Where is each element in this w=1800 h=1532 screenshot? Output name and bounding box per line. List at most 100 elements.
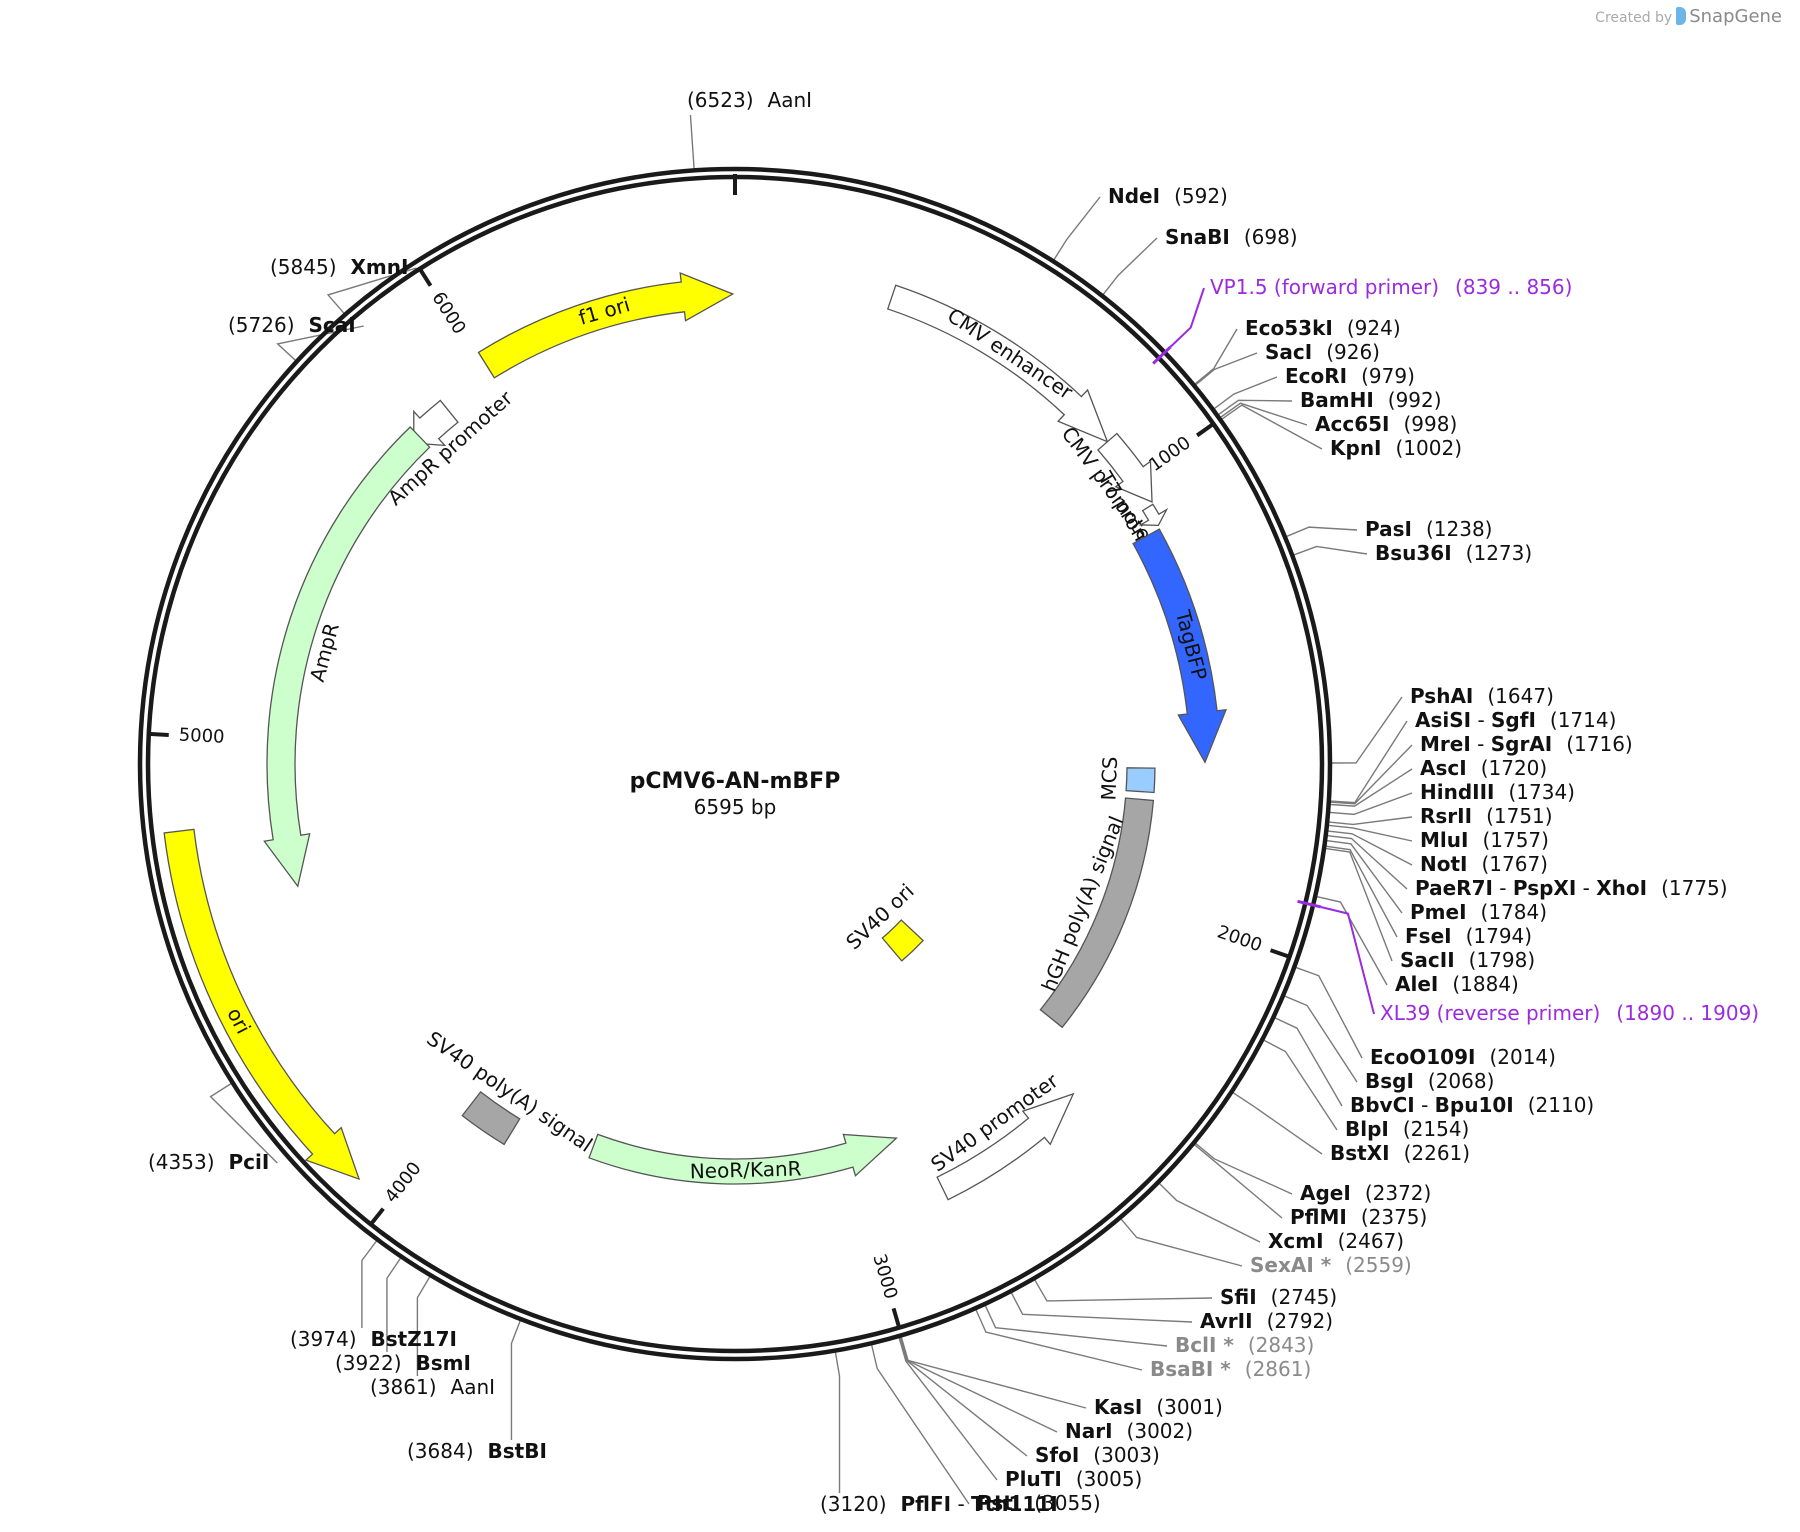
site-acc65i[interactable]: Acc65I(998) xyxy=(1315,412,1457,436)
feature-sv40-poly-a-signal[interactable]: SV40 poly(A) signal xyxy=(422,1026,597,1156)
site-psti[interactable]: PstI(3055) xyxy=(977,1491,1101,1515)
site-mlui[interactable]: MluI(1757) xyxy=(1420,828,1549,852)
site-position: (4353) xyxy=(148,1150,215,1174)
site-label: NarI(3002) xyxy=(1065,1419,1193,1443)
site-aani[interactable]: (6523)AanI xyxy=(687,88,812,112)
created-by-text: Created by xyxy=(1595,10,1673,26)
site-kpni[interactable]: KpnI(1002) xyxy=(1330,436,1462,460)
site-asci[interactable]: AscI(1720) xyxy=(1420,756,1547,780)
site-blpi[interactable]: BlpI(2154) xyxy=(1345,1117,1469,1141)
feature-tagbfp[interactable]: TagBFP xyxy=(1132,528,1228,764)
site-bcli[interactable]: BclI *(2843) xyxy=(1175,1333,1314,1357)
site-enzyme-name: XmnI xyxy=(351,255,409,279)
feature-ori[interactable]: ori xyxy=(163,828,361,1181)
site-leader xyxy=(1326,845,1398,938)
feature-label-cmv-enhancer: CMV enhancer xyxy=(943,303,1078,404)
site-noti[interactable]: NotI(1767) xyxy=(1420,852,1548,876)
site-enzyme-name: BlpI xyxy=(1345,1117,1389,1141)
feature-cmv-enhancer[interactable]: CMV enhancer xyxy=(886,284,1109,443)
site-eco53ki[interactable]: Eco53kI(924) xyxy=(1245,316,1401,340)
site-label: PasI(1238) xyxy=(1365,517,1492,541)
site-enzyme-name: KpnI xyxy=(1330,436,1382,460)
site-label: SacI(926) xyxy=(1265,340,1380,364)
site-enzyme-name: NdeI xyxy=(1108,184,1160,208)
site-fsei[interactable]: FseI(1794) xyxy=(1405,924,1532,948)
site-leader xyxy=(1221,404,1323,450)
site-bsmi[interactable]: (3922)BsmI xyxy=(335,1351,471,1375)
site-rsrii[interactable]: RsrII(1751) xyxy=(1420,804,1553,828)
feature-sv40-ori[interactable]: SV40 ori xyxy=(841,879,925,962)
site-position: (992) xyxy=(1388,388,1442,412)
site-position: (2261) xyxy=(1404,1141,1471,1165)
feature-hgh-poly-a-signal[interactable]: hGH poly(A) signal xyxy=(1037,797,1155,1029)
site-sfoi[interactable]: SfoI(3003) xyxy=(1035,1443,1160,1467)
site-position: (2843) xyxy=(1248,1333,1315,1357)
site-label: PaeR7I - PspXI - XhoI(1775) xyxy=(1415,876,1728,900)
feature-shape-sv40-ori xyxy=(881,919,925,962)
site-mrei-sgrai[interactable]: MreI - SgrAI(1716) xyxy=(1420,732,1633,756)
site-label: PmeI(1784) xyxy=(1410,900,1547,924)
site-enzyme-name: PflMI xyxy=(1290,1205,1347,1229)
site-ecoo109i[interactable]: EcoO109I(2014) xyxy=(1370,1045,1556,1069)
site-nari[interactable]: NarI(3002) xyxy=(1065,1419,1193,1443)
site-pasi[interactable]: PasI(1238) xyxy=(1365,517,1492,541)
site-pflfi-tth111i[interactable]: (3120)PflFI - Tth111I xyxy=(820,1492,1058,1516)
site-enzyme-name: - xyxy=(1471,732,1491,756)
site-ecori[interactable]: EcoRI(979) xyxy=(1285,364,1415,388)
site-bsu36i[interactable]: Bsu36I(1273) xyxy=(1375,541,1532,565)
site-pmei[interactable]: PmeI(1784) xyxy=(1410,900,1547,924)
site-bstz17i[interactable]: (3974)BstZ17I xyxy=(290,1327,457,1351)
site-leader xyxy=(1120,1218,1243,1267)
site-scai[interactable]: (5726)ScaI xyxy=(228,313,356,337)
feature-f1-ori[interactable]: f1 ori xyxy=(477,272,735,379)
primer-label: VP1.5 (forward primer)(839 .. 856) xyxy=(1210,275,1572,299)
site-position: (2372) xyxy=(1365,1181,1432,1205)
site-pflmi[interactable]: PflMI(2375) xyxy=(1290,1205,1427,1229)
site-avrii[interactable]: AvrII(2792) xyxy=(1200,1309,1333,1333)
site-asisi-sgfi[interactable]: AsiSI - SgfI(1714) xyxy=(1415,708,1616,732)
site-enzyme-name: SexAI * xyxy=(1250,1253,1332,1277)
site-enzyme-name: Bpu10I xyxy=(1435,1093,1514,1117)
feature-sv40-promoter[interactable]: SV40 promoter xyxy=(926,1068,1075,1201)
primer-xl39-reverse-primer[interactable]: XL39 (reverse primer)(1890 .. 1909) xyxy=(1297,899,1759,1025)
site-label: BamHI(992) xyxy=(1300,388,1442,412)
site-hindiii[interactable]: HindIII(1734) xyxy=(1420,780,1575,804)
site-saci[interactable]: SacI(926) xyxy=(1265,340,1380,364)
site-bamhi[interactable]: BamHI(992) xyxy=(1300,388,1442,412)
site-bbvci-bpu10i[interactable]: BbvCI - Bpu10I(2110) xyxy=(1350,1093,1594,1117)
site-alei[interactable]: AleI(1884) xyxy=(1395,972,1519,996)
tick-label-1000: 1000 xyxy=(1145,432,1195,476)
site-xcmi[interactable]: XcmI(2467) xyxy=(1268,1229,1404,1253)
site-agei[interactable]: AgeI(2372) xyxy=(1300,1181,1431,1205)
site-aani[interactable]: (3861)AanI xyxy=(370,1375,495,1399)
site-sexai[interactable]: SexAI *(2559) xyxy=(1250,1253,1412,1277)
site-enzyme-name: BbvCI xyxy=(1350,1093,1415,1117)
site-kasi[interactable]: KasI(3001) xyxy=(1094,1395,1223,1419)
site-pshai[interactable]: PshAI(1647) xyxy=(1410,684,1554,708)
primer-vp1-5-forward-primer[interactable]: VP1.5 (forward primer)(839 .. 856) xyxy=(1152,275,1572,365)
feature-neor-kanr[interactable]: NeoR/KanR xyxy=(588,1133,898,1185)
site-pcii[interactable]: (4353)PciI xyxy=(148,1150,269,1174)
site-bstxi[interactable]: BstXI(2261) xyxy=(1330,1141,1470,1165)
feature-shape-tagbfp xyxy=(1132,528,1228,764)
primer-name: VP1.5 (forward primer) xyxy=(1210,275,1439,299)
feature-shape-ori xyxy=(163,828,361,1181)
site-xmni[interactable]: (5845)XmnI xyxy=(270,255,408,279)
site-pluti[interactable]: PluTI(3005) xyxy=(1005,1467,1142,1491)
site-leader xyxy=(871,1344,970,1505)
site-ndei[interactable]: NdeI(592) xyxy=(1108,184,1228,208)
site-label: SnaBI(698) xyxy=(1165,225,1298,249)
site-enzyme-name: PmeI xyxy=(1410,900,1467,924)
site-enzyme-name: EcoO109I xyxy=(1370,1045,1475,1069)
site-bsgi[interactable]: BsgI(2068) xyxy=(1365,1069,1494,1093)
site-sacii[interactable]: SacII(1798) xyxy=(1400,948,1535,972)
site-bsabi[interactable]: BsaBI *(2861) xyxy=(1150,1357,1311,1381)
site-paer7i-pspxi-xhoi[interactable]: PaeR7I - PspXI - XhoI(1775) xyxy=(1415,876,1728,900)
site-snabi[interactable]: SnaBI(698) xyxy=(1165,225,1298,249)
feature-mcs[interactable]: MCS xyxy=(1096,756,1156,801)
site-enzyme-name: MreI xyxy=(1420,732,1471,756)
site-bstbi[interactable]: (3684)BstBI xyxy=(407,1439,547,1463)
site-label: BlpI(2154) xyxy=(1345,1117,1469,1141)
site-sfii[interactable]: SfiI(2745) xyxy=(1220,1285,1337,1309)
